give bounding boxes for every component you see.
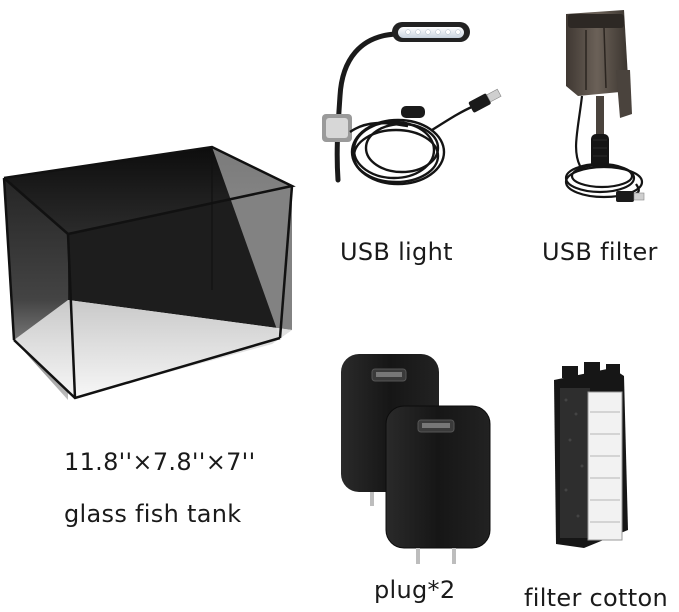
glass-tank-image xyxy=(2,145,296,400)
usb-filter-label: USB filter xyxy=(542,238,658,266)
plug-label: plug*2 xyxy=(374,576,456,604)
filter-cotton-image xyxy=(554,362,628,548)
usb-light-label: USB light xyxy=(340,238,453,266)
plug-adapters-image xyxy=(341,354,491,564)
usb-light-image xyxy=(322,22,502,186)
filter-cotton-label: filter cotton xyxy=(524,584,668,612)
usb-filter-image xyxy=(564,10,645,202)
tank-dimensions-label: 11.8''×7.8''×7'' xyxy=(64,448,256,476)
tank-label: glass fish tank xyxy=(64,500,242,528)
